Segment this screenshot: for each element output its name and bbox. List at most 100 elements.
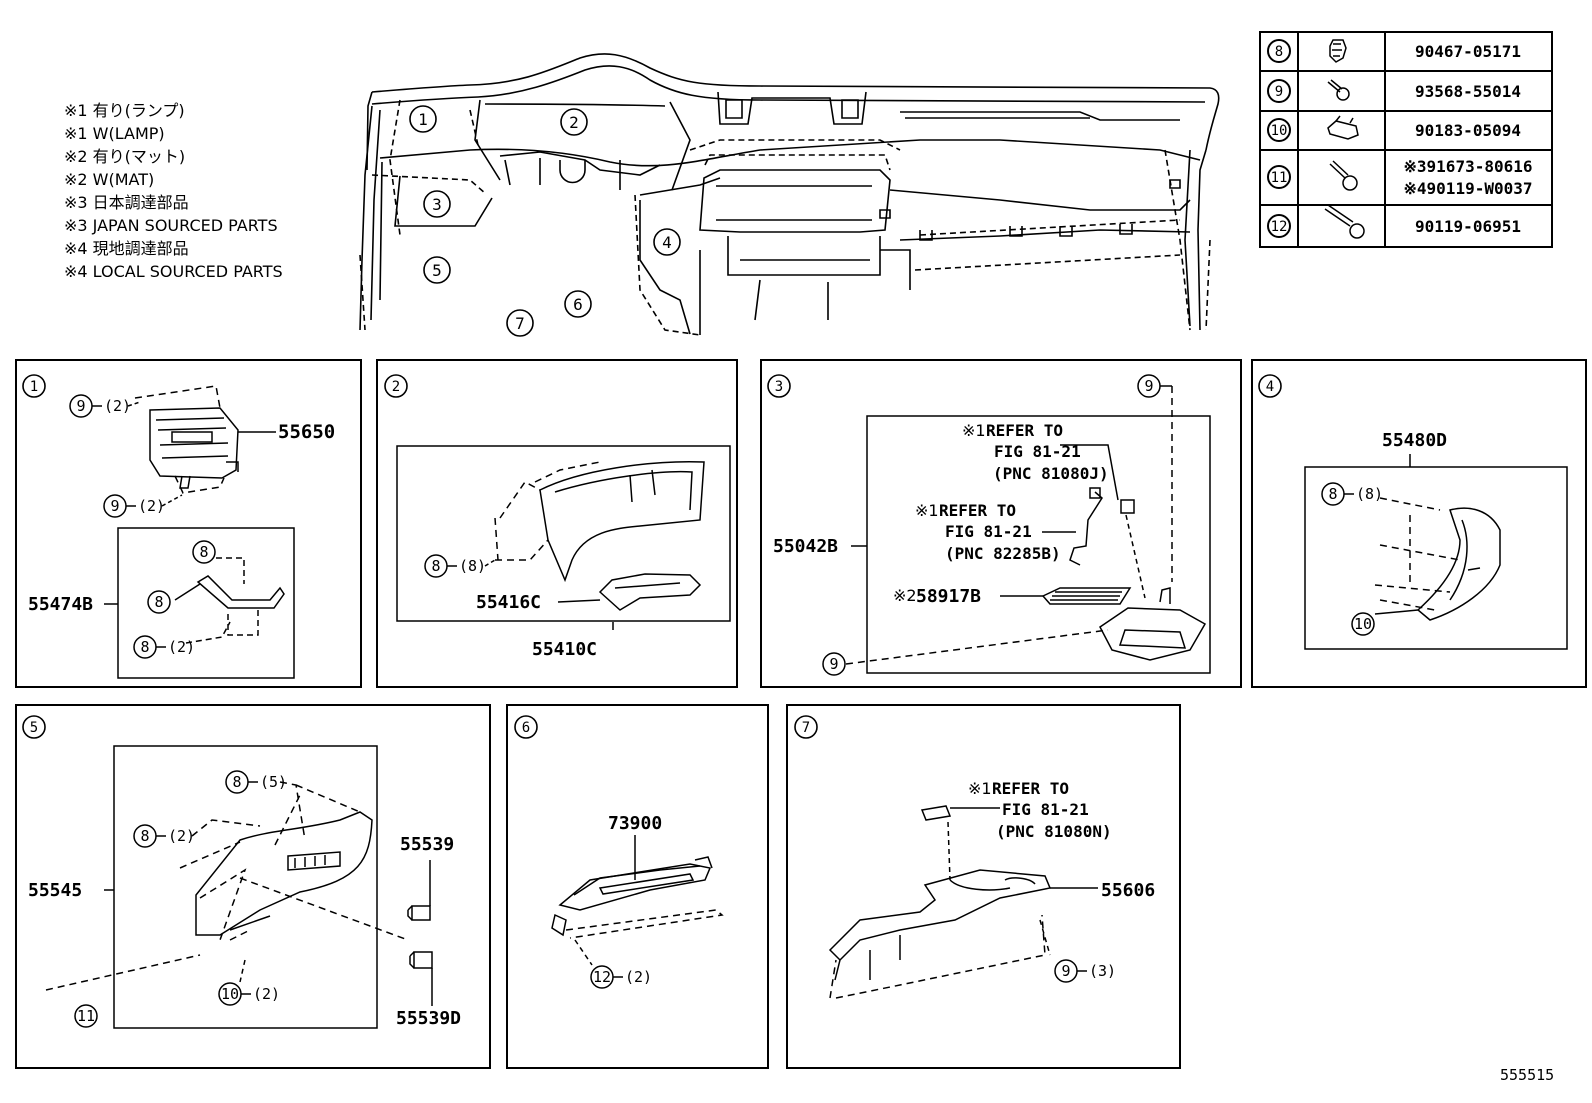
lower-panel-drawing: [195, 811, 373, 936]
refer-note: (PNC 82285B): [945, 544, 1061, 563]
part-number: 55480D: [1382, 430, 1447, 451]
callout-qty: (8): [1356, 485, 1383, 503]
callout-ref: 8: [232, 773, 241, 791]
callout-qty: (2): [253, 985, 280, 1003]
callout-qty: (2): [168, 827, 195, 845]
part-number: 55606: [1101, 880, 1155, 901]
callout-qty: (2): [168, 638, 195, 656]
callout-ref: 8: [431, 557, 440, 575]
refer-note: FIG 81-21: [1002, 800, 1089, 819]
legend: ※1 有り(ランプ) ※1 W(LAMP) ※2 有り(マット) ※2 W(MA…: [64, 101, 283, 281]
note-mark: ※1: [915, 501, 939, 520]
panel-id: 6: [522, 720, 530, 736]
callout-ref: 9: [1061, 962, 1070, 980]
callout-ref: 10: [1354, 615, 1372, 633]
part-number: 55410C: [532, 639, 597, 660]
panel-3: [845, 385, 1211, 674]
part-number: 55650: [278, 421, 335, 443]
note-mark: ※1: [968, 779, 992, 798]
part-number: 55539D: [396, 1008, 461, 1029]
panel-5-labels: 8 (5) 8 (2) 10 (2) 11 55545 55539 55539D: [28, 770, 461, 1029]
panel-id: 3: [775, 379, 783, 395]
fastener-table-text: 8 9 10 11 12: [1271, 44, 1288, 235]
cluster-cover-drawing: [539, 461, 705, 583]
callout-qty: (5): [260, 773, 287, 791]
table-ref: 9: [1275, 84, 1283, 100]
callout-ref: 11: [77, 1007, 95, 1025]
table-part-number: ※490119-W0037: [1404, 179, 1533, 198]
callout-qty: (2): [104, 397, 131, 415]
overview-callout: 5: [432, 261, 442, 280]
legend-line: ※3 JAPAN SOURCED PARTS: [64, 216, 278, 235]
refer-note: REFER TO: [992, 779, 1069, 798]
refer-note: FIG 81-21: [994, 442, 1081, 461]
fastener-table-parts: 90467-05171 93568-55014 90183-05094 ※391…: [1404, 42, 1533, 236]
table-part-number: 93568-55014: [1415, 82, 1521, 101]
panel-7-labels: ※1 REFER TO FIG 81-21 (PNC 81080N) 55606…: [968, 779, 1155, 983]
callout-ref: 9: [829, 655, 838, 673]
callout-ref: 10: [221, 985, 239, 1003]
lamp-harness-drawing: [1069, 487, 1103, 566]
overview-callout: 3: [432, 195, 442, 214]
nut-icon: [1327, 115, 1359, 140]
display-unit-drawing: [551, 856, 713, 937]
tray-drawing: [1099, 587, 1207, 661]
tray-mat-drawing: [1041, 587, 1132, 605]
overview-callout: 4: [662, 233, 672, 252]
part-number: 55545: [28, 880, 82, 901]
overview-callout: 2: [569, 113, 579, 132]
connector-drawing: [1120, 499, 1135, 514]
dashboard-overview: [359, 53, 1220, 336]
panel-5: [45, 745, 433, 1029]
refer-note: REFER TO: [939, 501, 1016, 520]
refer-note: (PNC 81080N): [996, 822, 1112, 841]
overview-callout: 7: [515, 314, 525, 333]
legend-line: ※2 W(MAT): [64, 170, 154, 189]
panel-2: [396, 445, 731, 630]
panel-4: [1304, 454, 1568, 650]
callout-ref: 9: [110, 497, 119, 515]
panel-2-labels: 8 (8) 55416C 55410C: [424, 554, 597, 660]
panel-6: [551, 835, 724, 966]
panel-id: 2: [392, 379, 400, 395]
overview-callout: 6: [573, 295, 583, 314]
switch-module-drawing: [149, 407, 239, 489]
lower-reinforcement-drawing: [828, 869, 1052, 981]
part-number: 73900: [608, 813, 662, 834]
part-number: 55416C: [476, 592, 541, 613]
overview-callouts: 1 2 3 4 5 6 7: [409, 105, 681, 337]
panel-4-labels: 55480D 8 (8) 10: [1321, 430, 1447, 636]
callout-qty: (2): [138, 497, 165, 515]
panel-ids: 1 2 3 4 5 6 7: [22, 374, 1282, 739]
callout-ref: 12: [593, 968, 611, 986]
callout-ref: 8: [140, 638, 149, 656]
part-number: 55474B: [28, 594, 93, 615]
callout-qty: (8): [459, 557, 486, 575]
cluster-trim-drawing: [598, 573, 702, 611]
part-number: 58917B: [916, 586, 981, 607]
figure-number: 555515: [1500, 1066, 1554, 1084]
callout-ref: 9: [1144, 377, 1153, 395]
panel-frames: [15, 359, 1587, 1069]
clip-icon: [1329, 39, 1347, 63]
side-panel-drawing: [1416, 507, 1501, 621]
part-number: 55042B: [773, 536, 838, 557]
legend-line: ※3 日本調達部品: [64, 193, 189, 212]
panel-1: [104, 385, 295, 679]
callout-qty: (2): [625, 968, 652, 986]
bolt-icon: [1329, 160, 1358, 191]
table-ref: 10: [1271, 123, 1288, 139]
legend-line: ※4 LOCAL SOURCED PARTS: [64, 262, 283, 281]
long-bolt-icon: [1324, 204, 1365, 239]
table-ref: 12: [1271, 219, 1288, 235]
table-ref: 11: [1271, 170, 1288, 186]
note-mark: ※2: [893, 586, 917, 605]
legend-line: ※1 有り(ランプ): [64, 101, 185, 120]
garnish-drawing: [196, 575, 285, 609]
table-part-number: 90183-05094: [1415, 121, 1521, 140]
callout-ref: 8: [140, 827, 149, 845]
legend-line: ※2 有り(マット): [64, 147, 185, 166]
table-part-number: ※391673-80616: [1404, 157, 1533, 176]
